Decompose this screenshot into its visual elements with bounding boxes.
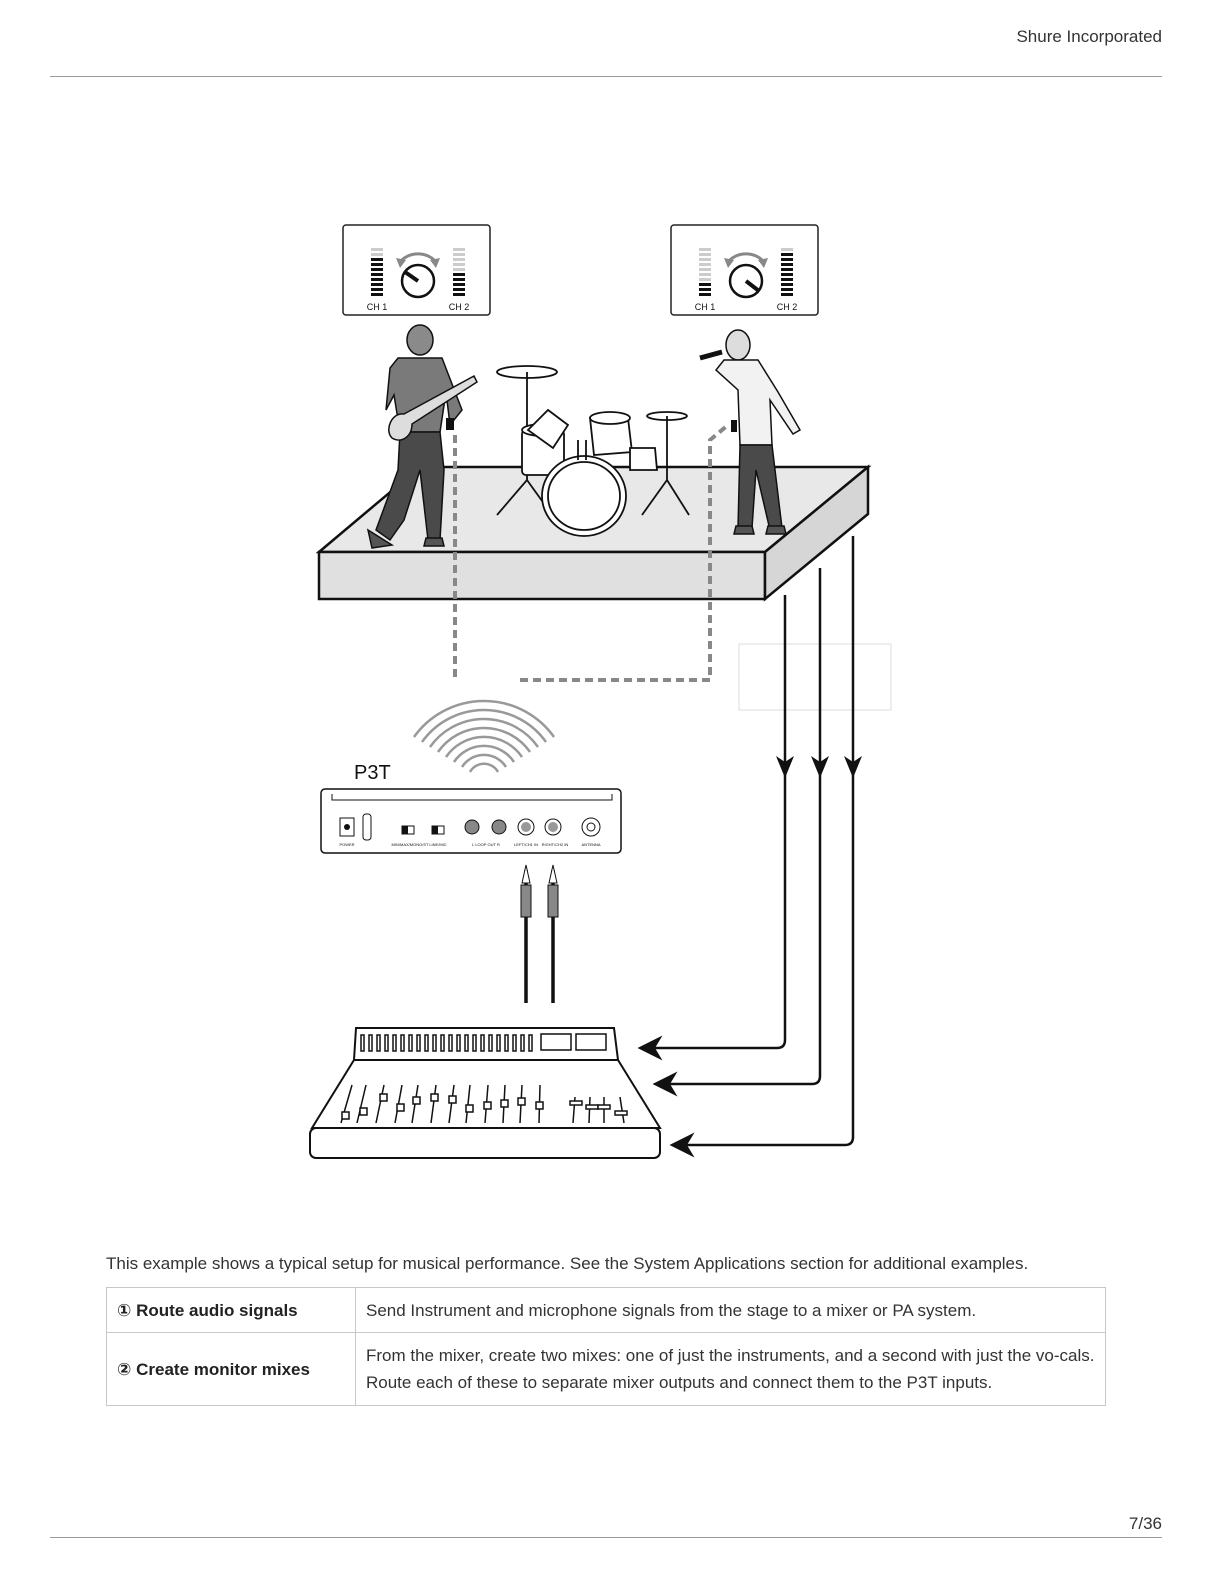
svg-text:LINE/MIC: LINE/MIC bbox=[429, 842, 446, 847]
meter-box-right: CH 1 CH 2 bbox=[670, 224, 819, 316]
drum-kit bbox=[496, 365, 690, 537]
setup-illustration: CH 1 CH 2 CH 1 CH 2 bbox=[309, 224, 892, 1159]
level-meter-ch1-right bbox=[699, 248, 711, 296]
signal-lines-stage-to-mixer bbox=[637, 536, 855, 1158]
svg-text:POWER: POWER bbox=[339, 842, 354, 847]
down-arrows bbox=[776, 756, 862, 778]
step-description: From the mixer, create two mixes: one of… bbox=[355, 1332, 1106, 1406]
ch1-label-right: CH 1 bbox=[695, 302, 716, 312]
page-number: 7/36 bbox=[1128, 1514, 1162, 1533]
p3t-transmitter: POWER MIN/MAX/MONO/ST LINE/MIC L LOOP OU… bbox=[320, 788, 622, 854]
guitar-icon bbox=[388, 374, 478, 441]
step-title: ① Route audio signals bbox=[106, 1287, 356, 1333]
footer-rule bbox=[50, 1537, 1162, 1538]
wireless-signal-icon bbox=[412, 699, 556, 773]
header-rule bbox=[50, 76, 1162, 77]
singer-figure bbox=[699, 329, 802, 535]
mixer-channel-strips bbox=[340, 1034, 628, 1124]
setup-steps-table: ① Route audio signals Send Instrument an… bbox=[106, 1287, 1106, 1406]
svg-text:ANTENNA: ANTENNA bbox=[581, 842, 600, 847]
meter-box-left: CH 1 CH 2 bbox=[342, 224, 491, 316]
dashed-path-singer bbox=[520, 423, 730, 682]
svg-text:L LOOP OUT R: L LOOP OUT R bbox=[472, 842, 500, 847]
figure-caption: This example shows a typical setup for m… bbox=[106, 1254, 1029, 1273]
level-meter-ch1-left bbox=[371, 248, 383, 296]
table-row: ① Route audio signals Send Instrument an… bbox=[106, 1287, 1106, 1333]
header-company: Shure Incorporated bbox=[1016, 27, 1162, 46]
svg-text:LEFT/CH1 IN: LEFT/CH1 IN bbox=[514, 842, 538, 847]
cables-mixer-to-p3t bbox=[520, 864, 559, 1003]
guitarist-figure bbox=[366, 324, 478, 549]
step-title: ② Create monitor mixes bbox=[106, 1332, 356, 1406]
step-description: Send Instrument and microphone signals f… bbox=[355, 1287, 1106, 1333]
ch2-label-right: CH 2 bbox=[777, 302, 798, 312]
svg-text:RIGHT/CH2 IN: RIGHT/CH2 IN bbox=[542, 842, 569, 847]
microphone-icon bbox=[699, 349, 723, 361]
svg-text:MIN/MAX/MONO/ST: MIN/MAX/MONO/ST bbox=[392, 842, 429, 847]
level-meter-ch2-left bbox=[453, 248, 465, 296]
level-meter-ch2-right bbox=[781, 248, 793, 296]
device-label-p3t: P3T bbox=[354, 762, 391, 784]
output-label-box bbox=[738, 643, 892, 711]
ch2-label-left: CH 2 bbox=[449, 302, 470, 312]
ch1-label-left: CH 1 bbox=[367, 302, 388, 312]
table-row: ② Create monitor mixes From the mixer, c… bbox=[106, 1332, 1106, 1406]
